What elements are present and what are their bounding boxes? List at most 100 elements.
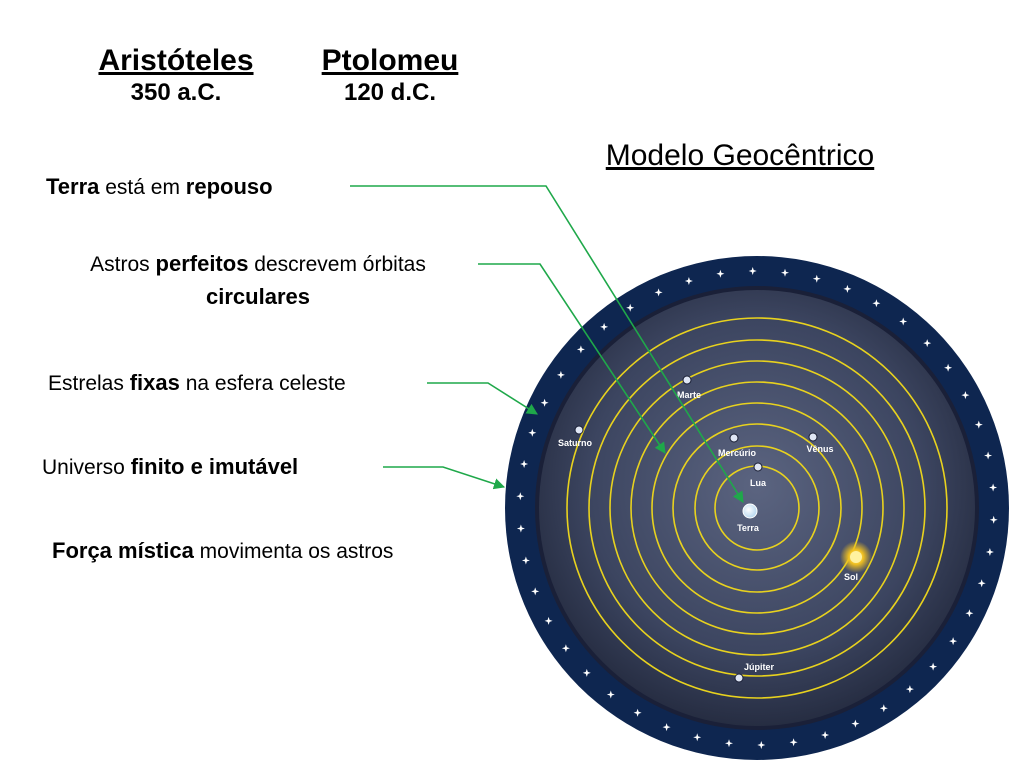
star-icon	[984, 451, 993, 460]
fixed-stars	[516, 267, 998, 749]
star-icon	[851, 719, 860, 728]
star-icon	[929, 662, 938, 671]
statement-text: Universo	[42, 456, 131, 479]
planet-jupiter-icon	[734, 673, 744, 683]
star-icon	[989, 515, 998, 524]
orbit-ring	[588, 339, 926, 677]
star-icon	[544, 616, 553, 625]
star-icon	[748, 267, 757, 275]
star-icon	[977, 579, 986, 588]
star-icon	[528, 428, 537, 437]
statement-universo-finito: Universo finito e imutável	[42, 451, 298, 484]
orbit-ring	[566, 317, 948, 699]
statement-text: movimenta os astros	[193, 540, 394, 563]
star-icon	[633, 708, 642, 717]
star-icon	[985, 548, 994, 556]
sun-icon	[850, 551, 862, 563]
star-icon	[725, 739, 733, 748]
star-icon	[693, 733, 702, 742]
earth-icon	[742, 503, 758, 519]
statement-orbitas-circulares: Astros perfeitos descrevem órbitas circu…	[40, 248, 476, 314]
statement-bold: finito e imutável	[130, 454, 299, 479]
statement-bold: perfeitos	[155, 251, 249, 276]
star-icon	[662, 723, 671, 732]
star-icon	[789, 738, 798, 747]
arrow-terra	[350, 185, 744, 503]
orbit-ring	[651, 402, 863, 614]
orbit-rings	[566, 317, 948, 699]
statement-text: está em	[99, 176, 186, 199]
model-title: Modelo Geocêntrico	[605, 139, 875, 172]
planet-saturno-icon	[574, 425, 584, 435]
statement-bold: Força mística	[52, 538, 194, 563]
label-terra: Terra	[737, 523, 760, 533]
aristoteles-header: Aristóteles 350 a.C.	[72, 44, 280, 108]
statement-text: na esfera celeste	[179, 372, 346, 395]
star-icon	[626, 303, 635, 312]
star-icon	[516, 524, 525, 533]
sky-background	[539, 290, 975, 726]
star-icon	[843, 284, 852, 293]
star-icon	[556, 370, 565, 379]
star-icon	[989, 483, 998, 492]
orbit-ring	[630, 381, 884, 635]
label-saturno: Saturno	[558, 438, 593, 448]
star-icon	[974, 420, 983, 429]
star-icon	[949, 637, 958, 646]
star-icon	[582, 668, 591, 677]
star-icon	[965, 609, 974, 618]
star-icon	[944, 363, 953, 372]
star-icon	[516, 492, 525, 501]
arrow-universo	[383, 466, 506, 490]
ptolomeu-name: Ptolomeu	[321, 44, 459, 77]
star-icon	[576, 345, 585, 354]
star-icon	[521, 556, 530, 565]
statement-forca-mistica: Força mística movimenta os astros	[52, 535, 393, 568]
label-jupiter: Júpiter	[744, 662, 775, 672]
star-icon	[961, 391, 970, 400]
statement-terra-repouso: Terra está em repouso	[46, 171, 273, 204]
star-icon	[520, 460, 529, 468]
aristoteles-name: Aristóteles	[98, 44, 254, 77]
star-icon	[654, 288, 663, 297]
orbit-ring	[694, 445, 820, 571]
star-icon	[757, 741, 766, 749]
planet-lua-icon	[753, 462, 763, 472]
label-sol: Sol	[844, 572, 858, 582]
statement-bold: Terra	[46, 174, 100, 199]
star-icon	[606, 690, 615, 699]
star-icon	[531, 587, 540, 596]
star-icon	[899, 317, 908, 326]
aristoteles-date: 350 a.C.	[130, 79, 222, 106]
statement-bold: circulares	[206, 284, 310, 309]
statement-text: Estrelas	[48, 372, 130, 395]
ptolomeu-header: Ptolomeu 120 d.C.	[295, 44, 485, 108]
arrow-orbitas	[478, 263, 666, 454]
star-icon	[923, 339, 932, 348]
arrow-estrelas	[427, 382, 538, 415]
statement-text: Astros	[90, 253, 156, 276]
star-icon	[821, 731, 830, 739]
statement-bold: fixas	[129, 370, 180, 395]
star-icon	[905, 685, 914, 694]
star-icon	[781, 268, 789, 277]
star-icon	[716, 269, 725, 278]
star-icon	[872, 299, 881, 308]
planet-mercurio-icon	[729, 433, 739, 443]
star-icon	[879, 704, 888, 713]
label-mercurio: Mercúrio	[718, 448, 757, 458]
star-icon	[684, 277, 693, 285]
star-icon	[600, 322, 609, 331]
star-icon	[561, 644, 570, 653]
orbit-ring	[672, 423, 842, 593]
planet-marte-icon	[682, 375, 692, 385]
orbit-ring	[609, 360, 905, 656]
label-marte: Marte	[677, 390, 701, 400]
star-icon	[540, 398, 549, 407]
ptolomeu-date: 120 d.C.	[343, 79, 437, 106]
star-icon	[812, 274, 821, 283]
statement-estrelas-fixas: Estrelas fixas na esfera celeste	[48, 367, 346, 400]
statement-bold: repouso	[185, 174, 273, 199]
